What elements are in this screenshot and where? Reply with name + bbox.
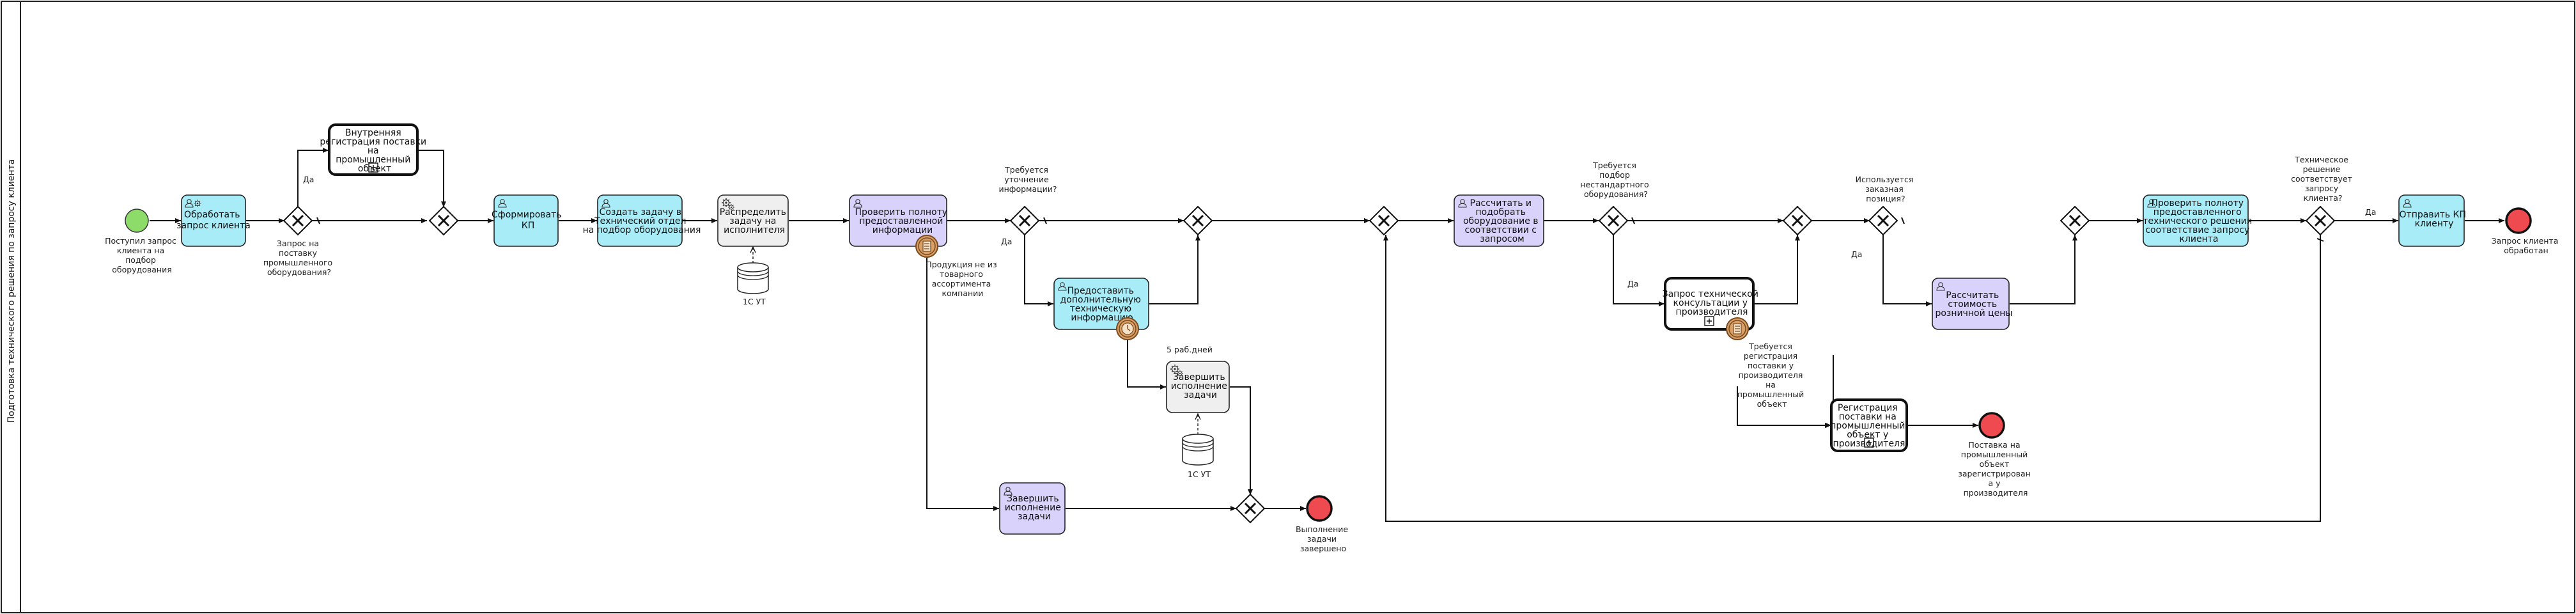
task-send-kp-label: Отправить КП клиенту bbox=[2400, 210, 2469, 229]
datastore-1c-ut-2-label: 1С УТ bbox=[1188, 469, 1211, 479]
gateway-merge-finish[interactable] bbox=[1235, 493, 1266, 524]
task-calc-price-label: Рассчитать стоимость розничной цены bbox=[1935, 290, 2012, 319]
end-event-task-done-label: Выполнение задачи завершено bbox=[1296, 524, 1351, 553]
datastore-1c-ut-1-label: 1С УТ bbox=[743, 297, 766, 306]
subprocess-supply-registration[interactable] bbox=[1830, 398, 1908, 452]
task-calc-select[interactable] bbox=[1454, 194, 1544, 247]
pool-label: Подготовка технического решения по запро… bbox=[6, 159, 17, 423]
gateway-merge-4[interactable] bbox=[2060, 205, 2090, 236]
gateway-solution-ok-label: Техническое решение соответствует запрос… bbox=[2291, 155, 2355, 203]
subprocess-tech-consult-label: Запрос технической консультации у произв… bbox=[1663, 289, 1762, 317]
task-calc-price[interactable] bbox=[1932, 278, 2010, 330]
task-provide-info[interactable] bbox=[1053, 278, 1149, 330]
data-associations bbox=[753, 247, 1198, 435]
end-event-registered-label: Поставка на промышленный объект зарегист… bbox=[1958, 440, 2033, 498]
task-process-request-label: Обработать запрос клиента bbox=[176, 210, 251, 231]
subprocess-supply-registration-label: Регистрация поставки на промышленный объ… bbox=[1830, 403, 1908, 449]
start-event[interactable] bbox=[125, 209, 149, 233]
task-check-info[interactable] bbox=[849, 194, 947, 247]
task-provide-info-label: Предоставить дополнительную техническую … bbox=[1060, 286, 1144, 323]
end-event-request-processed[interactable] bbox=[2505, 207, 2532, 234]
gateway-merge-1[interactable] bbox=[428, 205, 459, 236]
flow-label-yes: Да bbox=[303, 175, 314, 184]
task-distribute[interactable] bbox=[717, 194, 789, 247]
datastore-1c-ut-2[interactable] bbox=[1182, 434, 1214, 466]
gateway-merge-3[interactable] bbox=[1782, 205, 1813, 236]
gateway-nonstandard-label: Требуется подбор нестандартного оборудов… bbox=[1580, 161, 1651, 199]
gateway-custom-item[interactable] bbox=[1868, 205, 1898, 236]
flow-label-yes: Да bbox=[1627, 279, 1638, 288]
timer-label: 5 раб.дней bbox=[1167, 345, 1213, 354]
task-create-task-label: Создать задачу в Технический отдел на по… bbox=[583, 207, 701, 235]
timer-event-5-days[interactable] bbox=[1116, 317, 1139, 340]
datastore-1c-ut-1[interactable] bbox=[737, 262, 769, 294]
end-event-registered[interactable] bbox=[1978, 412, 2005, 439]
gateway-merge-loop[interactable] bbox=[1369, 205, 1399, 236]
gateway-supply-request-label: Запрос на поставку промышленного оборудо… bbox=[263, 239, 335, 277]
gateway-solution-ok[interactable] bbox=[2305, 205, 2336, 236]
task-form-kp[interactable] bbox=[493, 194, 559, 247]
task-send-kp[interactable] bbox=[2398, 194, 2465, 247]
task-check-solution-label: Проверить полноту предоставленного техни… bbox=[2143, 198, 2254, 244]
subprocess-tech-consult[interactable] bbox=[1664, 277, 1755, 331]
annotation-not-in-catalog: Продукция не из товарного ассортимента к… bbox=[926, 260, 999, 298]
task-process-request[interactable] bbox=[181, 194, 246, 247]
task-form-kp-label: Сформировать КП bbox=[492, 210, 564, 231]
gateway-merge-2[interactable] bbox=[1183, 205, 1213, 236]
flow-label-yes: Да bbox=[1001, 237, 1012, 246]
conditional-event-not-in-catalog[interactable] bbox=[915, 235, 938, 258]
end-event-task-done[interactable] bbox=[1306, 495, 1333, 522]
task-distribute-label: Распределить задачу на исполнителя bbox=[720, 207, 789, 235]
flow-label-yes: Да bbox=[2365, 207, 2376, 217]
task-check-info-label: Проверить полноту предоставленной информ… bbox=[855, 207, 950, 235]
gateway-custom-item-label: Используется заказная позиция? bbox=[1856, 175, 1916, 203]
flow-labels: Да Да Да Да Да bbox=[303, 175, 2376, 288]
gateway-clarify[interactable] bbox=[1009, 205, 1040, 236]
sequence-flows bbox=[150, 148, 2504, 522]
gateway-nonstandard[interactable] bbox=[1598, 205, 1629, 236]
gateway-supply-request[interactable] bbox=[283, 205, 313, 236]
subprocess-internal-registration-label: Внутренняя регистрация поставки на промы… bbox=[320, 128, 429, 174]
task-finish[interactable] bbox=[999, 482, 1066, 535]
task-finish-label: Завершить исполнение задачи bbox=[1005, 494, 1064, 522]
start-event-label: Поступил запрос клиента на подбор оборуд… bbox=[105, 236, 179, 274]
subprocess-internal-registration[interactable] bbox=[328, 123, 419, 176]
task-finish-service[interactable] bbox=[1166, 361, 1230, 413]
flow-label-yes: Да bbox=[1851, 249, 1862, 259]
task-create-task[interactable] bbox=[597, 194, 683, 247]
conditional-event-registration[interactable] bbox=[1726, 317, 1749, 340]
gateway-clarify-label: Требуется уточнение информации? bbox=[998, 165, 1057, 194]
annotation-registration-needed: Требуется регистрация поставки у произво… bbox=[1737, 342, 1807, 409]
task-calc-select-label: Рассчитать и подобрать оборудование в со… bbox=[1463, 198, 1541, 244]
end-event-request-processed-label: Запрос клиента обработан bbox=[2492, 236, 2561, 255]
task-check-solution[interactable] bbox=[2143, 194, 2249, 247]
task-finish-service-label: Завершить исполнение задачи bbox=[1171, 372, 1230, 400]
